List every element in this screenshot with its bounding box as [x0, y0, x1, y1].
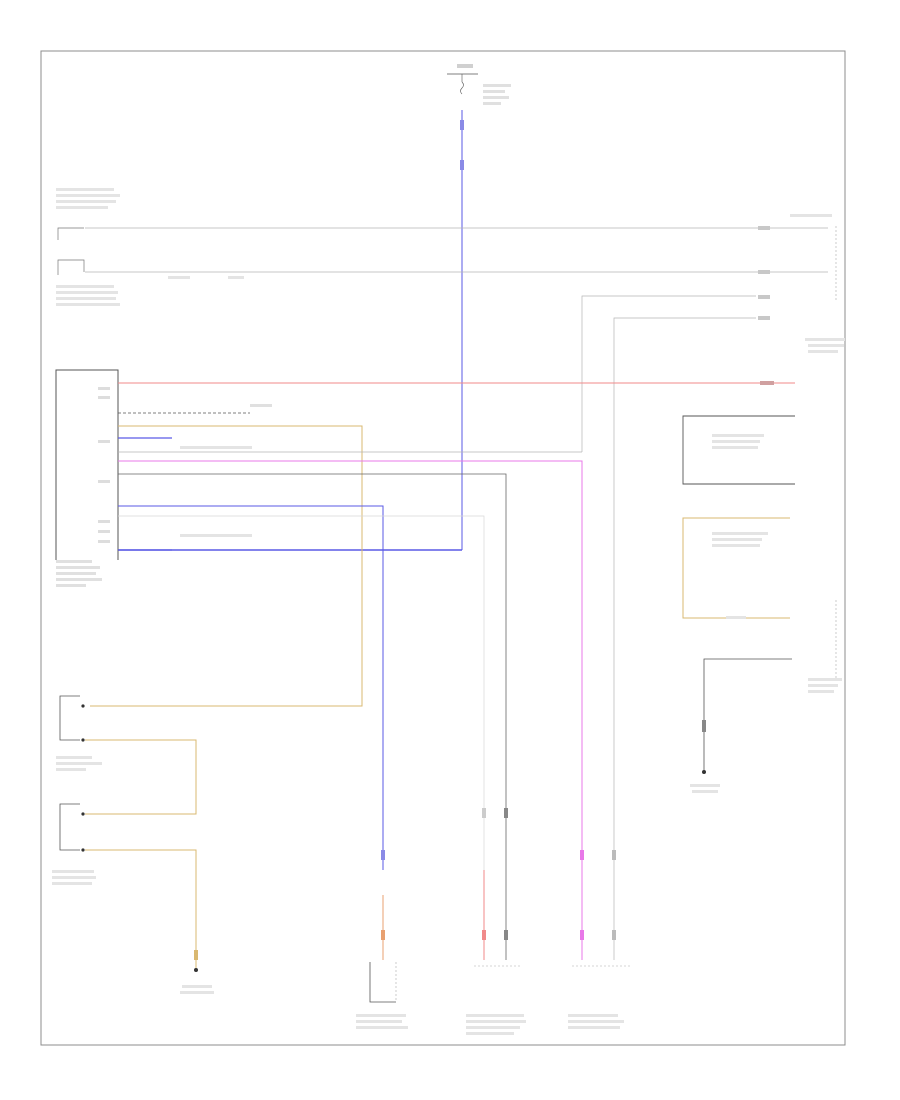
wire-yellow-left-b	[85, 849, 197, 968]
left-switch-a	[56, 695, 102, 771]
wire-gray-right-1	[581, 295, 756, 452]
ground-right	[690, 770, 720, 793]
right-top-connector	[758, 214, 845, 353]
diagram-frame	[40, 50, 846, 1046]
main-module	[55, 369, 119, 587]
ground-left	[180, 968, 214, 994]
wire-blue-bottom	[118, 505, 384, 870]
connector-marks	[194, 120, 706, 960]
bottom-component-1	[356, 962, 408, 1029]
wire-gray-right-2	[613, 317, 756, 870]
module-pins	[98, 387, 110, 543]
bottom-component-2	[466, 965, 526, 1035]
wire-lightgray	[118, 515, 485, 870]
upper-left-switch	[56, 188, 120, 240]
wire-yellow-left-a	[85, 739, 197, 815]
right-switch-lower	[682, 517, 790, 619]
top-fuse-component	[447, 64, 511, 105]
bottom-component-3	[568, 965, 630, 1029]
wire-yellow-module	[90, 425, 363, 707]
wire-pink	[118, 460, 583, 870]
upper-left-switch-2	[56, 259, 120, 306]
wire-dark-ground-right	[703, 658, 792, 770]
right-switch-upper	[682, 415, 795, 485]
left-switch-b	[52, 803, 96, 885]
wire-dark-gray	[118, 473, 507, 870]
right-mid-connector	[808, 600, 842, 693]
